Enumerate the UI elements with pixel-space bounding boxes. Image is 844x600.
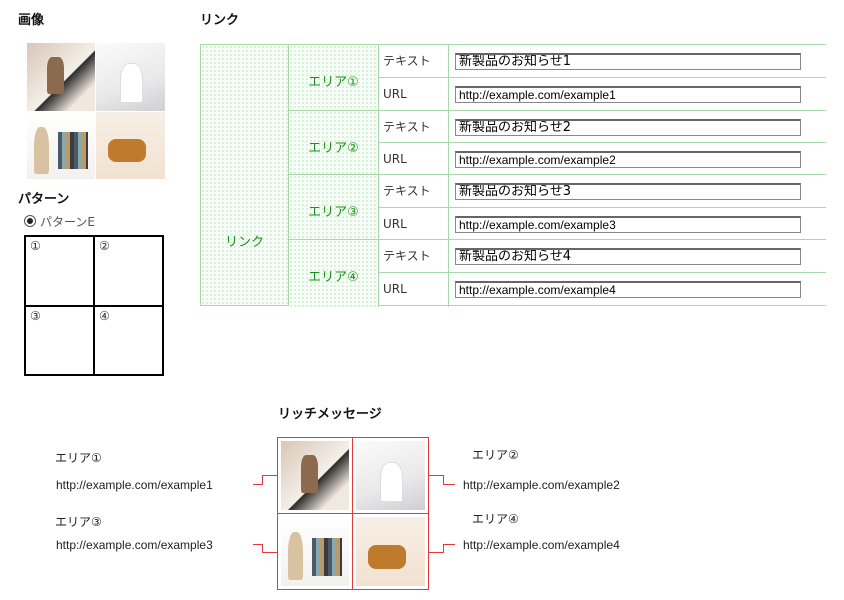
area-3-url-input[interactable]: http://example.com/example3 — [455, 216, 801, 233]
area-4-cell: エリア④ — [289, 240, 379, 307]
rich-thumbnail-2 — [356, 441, 425, 510]
area-1-label: エリア① — [308, 75, 359, 90]
pattern-cell-1: ① — [30, 239, 41, 253]
connector-3 — [262, 552, 278, 553]
rich-message-title: リッチメッセージ — [278, 407, 382, 422]
link-group-cell: リンク — [200, 45, 289, 305]
connector-3 — [262, 544, 263, 553]
text-label: テキスト — [379, 111, 449, 142]
text-label: テキスト — [379, 240, 449, 272]
area-3-label: エリア③ — [308, 205, 359, 220]
connector-1 — [262, 475, 263, 485]
area-1-cell: エリア① — [289, 45, 379, 111]
rich-area-1-caption: エリア① — [55, 451, 102, 465]
thumbnail-3 — [27, 112, 95, 179]
image-section-title: 画像 — [18, 13, 45, 28]
thumbnail-2 — [96, 43, 165, 111]
rich-area-3-url[interactable]: http://example.com/example3 — [56, 538, 213, 552]
link-table: リンク エリア① テキスト 新製品のお知らせ1 URL http://examp… — [200, 44, 826, 307]
thumbnail-1 — [27, 43, 95, 111]
url-label: URL — [379, 273, 449, 307]
area-3-cell: エリア③ — [289, 175, 379, 240]
area-2-url-row: URL http://example.com/example2 — [379, 143, 826, 175]
url-label: URL — [379, 143, 449, 174]
area-1-url-row: URL http://example.com/example1 — [379, 78, 826, 111]
area-4-url-row: URL http://example.com/example4 — [379, 273, 826, 307]
text-label: テキスト — [379, 45, 449, 77]
link-section-title: リンク — [200, 13, 240, 28]
area-4-url-input[interactable]: http://example.com/example4 — [455, 281, 801, 298]
connector-1 — [253, 484, 263, 485]
rich-thumbnail-4 — [356, 517, 425, 586]
link-group-label: リンク — [224, 235, 264, 250]
rich-area-2-url[interactable]: http://example.com/example2 — [463, 478, 620, 492]
pattern-cell-4: ④ — [99, 309, 110, 323]
rich-thumbnail-1 — [281, 441, 349, 510]
rich-area-1[interactable] — [277, 437, 353, 514]
connector-4 — [443, 544, 455, 545]
pattern-radio-label: パターンE — [40, 215, 95, 229]
area-4-label: エリア④ — [308, 270, 359, 285]
area-3-url-row: URL http://example.com/example3 — [379, 208, 826, 240]
url-label: URL — [379, 208, 449, 239]
area-3-text-input[interactable]: 新製品のお知らせ3 — [455, 183, 801, 200]
rich-area-4-url[interactable]: http://example.com/example4 — [463, 538, 620, 552]
rich-area-4[interactable] — [352, 513, 429, 590]
pattern-radio[interactable] — [24, 215, 36, 227]
connector-4 — [443, 544, 444, 553]
rich-area-2-caption: エリア② — [472, 448, 519, 462]
area-1-text-input[interactable]: 新製品のお知らせ1 — [455, 53, 801, 70]
pattern-cell-2: ② — [99, 239, 110, 253]
area-2-text-input[interactable]: 新製品のお知らせ2 — [455, 119, 801, 136]
connector-2 — [443, 475, 444, 485]
pattern-section-title: パターン — [18, 192, 70, 207]
pattern-cell-3: ③ — [30, 309, 41, 323]
area-4-text-row: テキスト 新製品のお知らせ4 — [379, 240, 826, 273]
area-2-text-row: テキスト 新製品のお知らせ2 — [379, 111, 826, 143]
connector-3 — [253, 544, 263, 545]
connector-2 — [443, 484, 455, 485]
text-label: テキスト — [379, 175, 449, 207]
rich-area-4-caption: エリア④ — [472, 512, 519, 526]
url-label: URL — [379, 78, 449, 110]
area-2-label: エリア② — [308, 141, 359, 156]
thumbnail-4 — [96, 112, 165, 179]
area-2-url-input[interactable]: http://example.com/example2 — [455, 151, 801, 168]
area-3-text-row: テキスト 新製品のお知らせ3 — [379, 175, 826, 208]
connector-2 — [428, 475, 444, 476]
rich-area-2[interactable] — [352, 437, 429, 514]
area-2-cell: エリア② — [289, 111, 379, 175]
pattern-grid: ① ② ③ ④ — [24, 235, 164, 376]
rich-thumbnail-3 — [281, 517, 349, 586]
area-1-url-input[interactable]: http://example.com/example1 — [455, 86, 801, 103]
rich-area-3-caption: エリア③ — [55, 515, 102, 529]
rich-area-3[interactable] — [277, 513, 353, 590]
image-preview[interactable] — [27, 43, 165, 179]
area-4-text-input[interactable]: 新製品のお知らせ4 — [455, 248, 801, 265]
connector-4 — [428, 552, 444, 553]
rich-area-1-url[interactable]: http://example.com/example1 — [56, 478, 213, 492]
connector-1 — [262, 475, 278, 476]
area-1-text-row: テキスト 新製品のお知らせ1 — [379, 45, 826, 78]
